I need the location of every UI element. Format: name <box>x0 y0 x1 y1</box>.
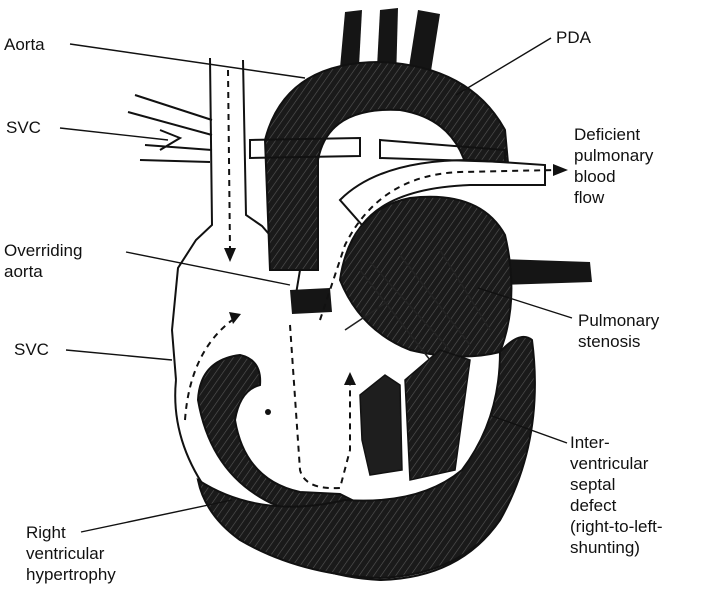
label-rvh-line-2: ventricular <box>26 543 116 564</box>
label-overriding-line-1: Overriding <box>4 240 82 261</box>
label-vsd-line-2: ventricular <box>570 453 663 474</box>
label-overriding-aorta: Overriding aorta <box>4 240 82 282</box>
label-svc-top-line: SVC <box>6 117 41 138</box>
right-ventricle-wall <box>198 355 352 510</box>
label-aorta-line: Aorta <box>4 34 45 55</box>
label-vsd-line-6: shunting) <box>570 537 663 558</box>
label-pulmonary-stenosis: Pulmonary stenosis <box>578 310 659 352</box>
label-pulmonary-stenosis-line-2: stenosis <box>578 331 659 352</box>
ventricular-septum <box>360 375 402 475</box>
dot-marker <box>265 409 271 415</box>
label-svc-mid: SVC <box>14 339 49 360</box>
label-deficient-pulmonary-blood-flow: Deficient pulmonary blood flow <box>574 124 653 208</box>
septum-band <box>405 350 470 480</box>
label-deficient-line-2: pulmonary <box>574 145 653 166</box>
label-vsd-line-1: Inter- <box>570 432 663 453</box>
label-pda-line: PDA <box>556 27 591 48</box>
label-deficient-line-4: flow <box>574 187 653 208</box>
overriding-aorta-block <box>290 288 332 314</box>
label-rvh-line-1: Right <box>26 522 116 543</box>
label-pda: PDA <box>556 27 591 48</box>
label-overriding-line-2: aorta <box>4 261 82 282</box>
label-svc-mid-line: SVC <box>14 339 49 360</box>
label-vsd-line-4: defect <box>570 495 663 516</box>
label-aorta: Aorta <box>4 34 45 55</box>
label-pulmonary-stenosis-line-1: Pulmonary <box>578 310 659 331</box>
label-vsd-line-5: (right-to-left- <box>570 516 663 537</box>
label-svc-top: SVC <box>6 117 41 138</box>
label-ventricular-septal-defect: Inter- ventricular septal defect (right-… <box>570 432 663 558</box>
label-right-ventricular-hypertrophy: Right ventricular hypertrophy <box>26 522 116 585</box>
label-deficient-line-3: blood <box>574 166 653 187</box>
label-vsd-line-3: septal <box>570 474 663 495</box>
label-rvh-line-3: hypertrophy <box>26 564 116 585</box>
label-deficient-line-1: Deficient <box>574 124 653 145</box>
